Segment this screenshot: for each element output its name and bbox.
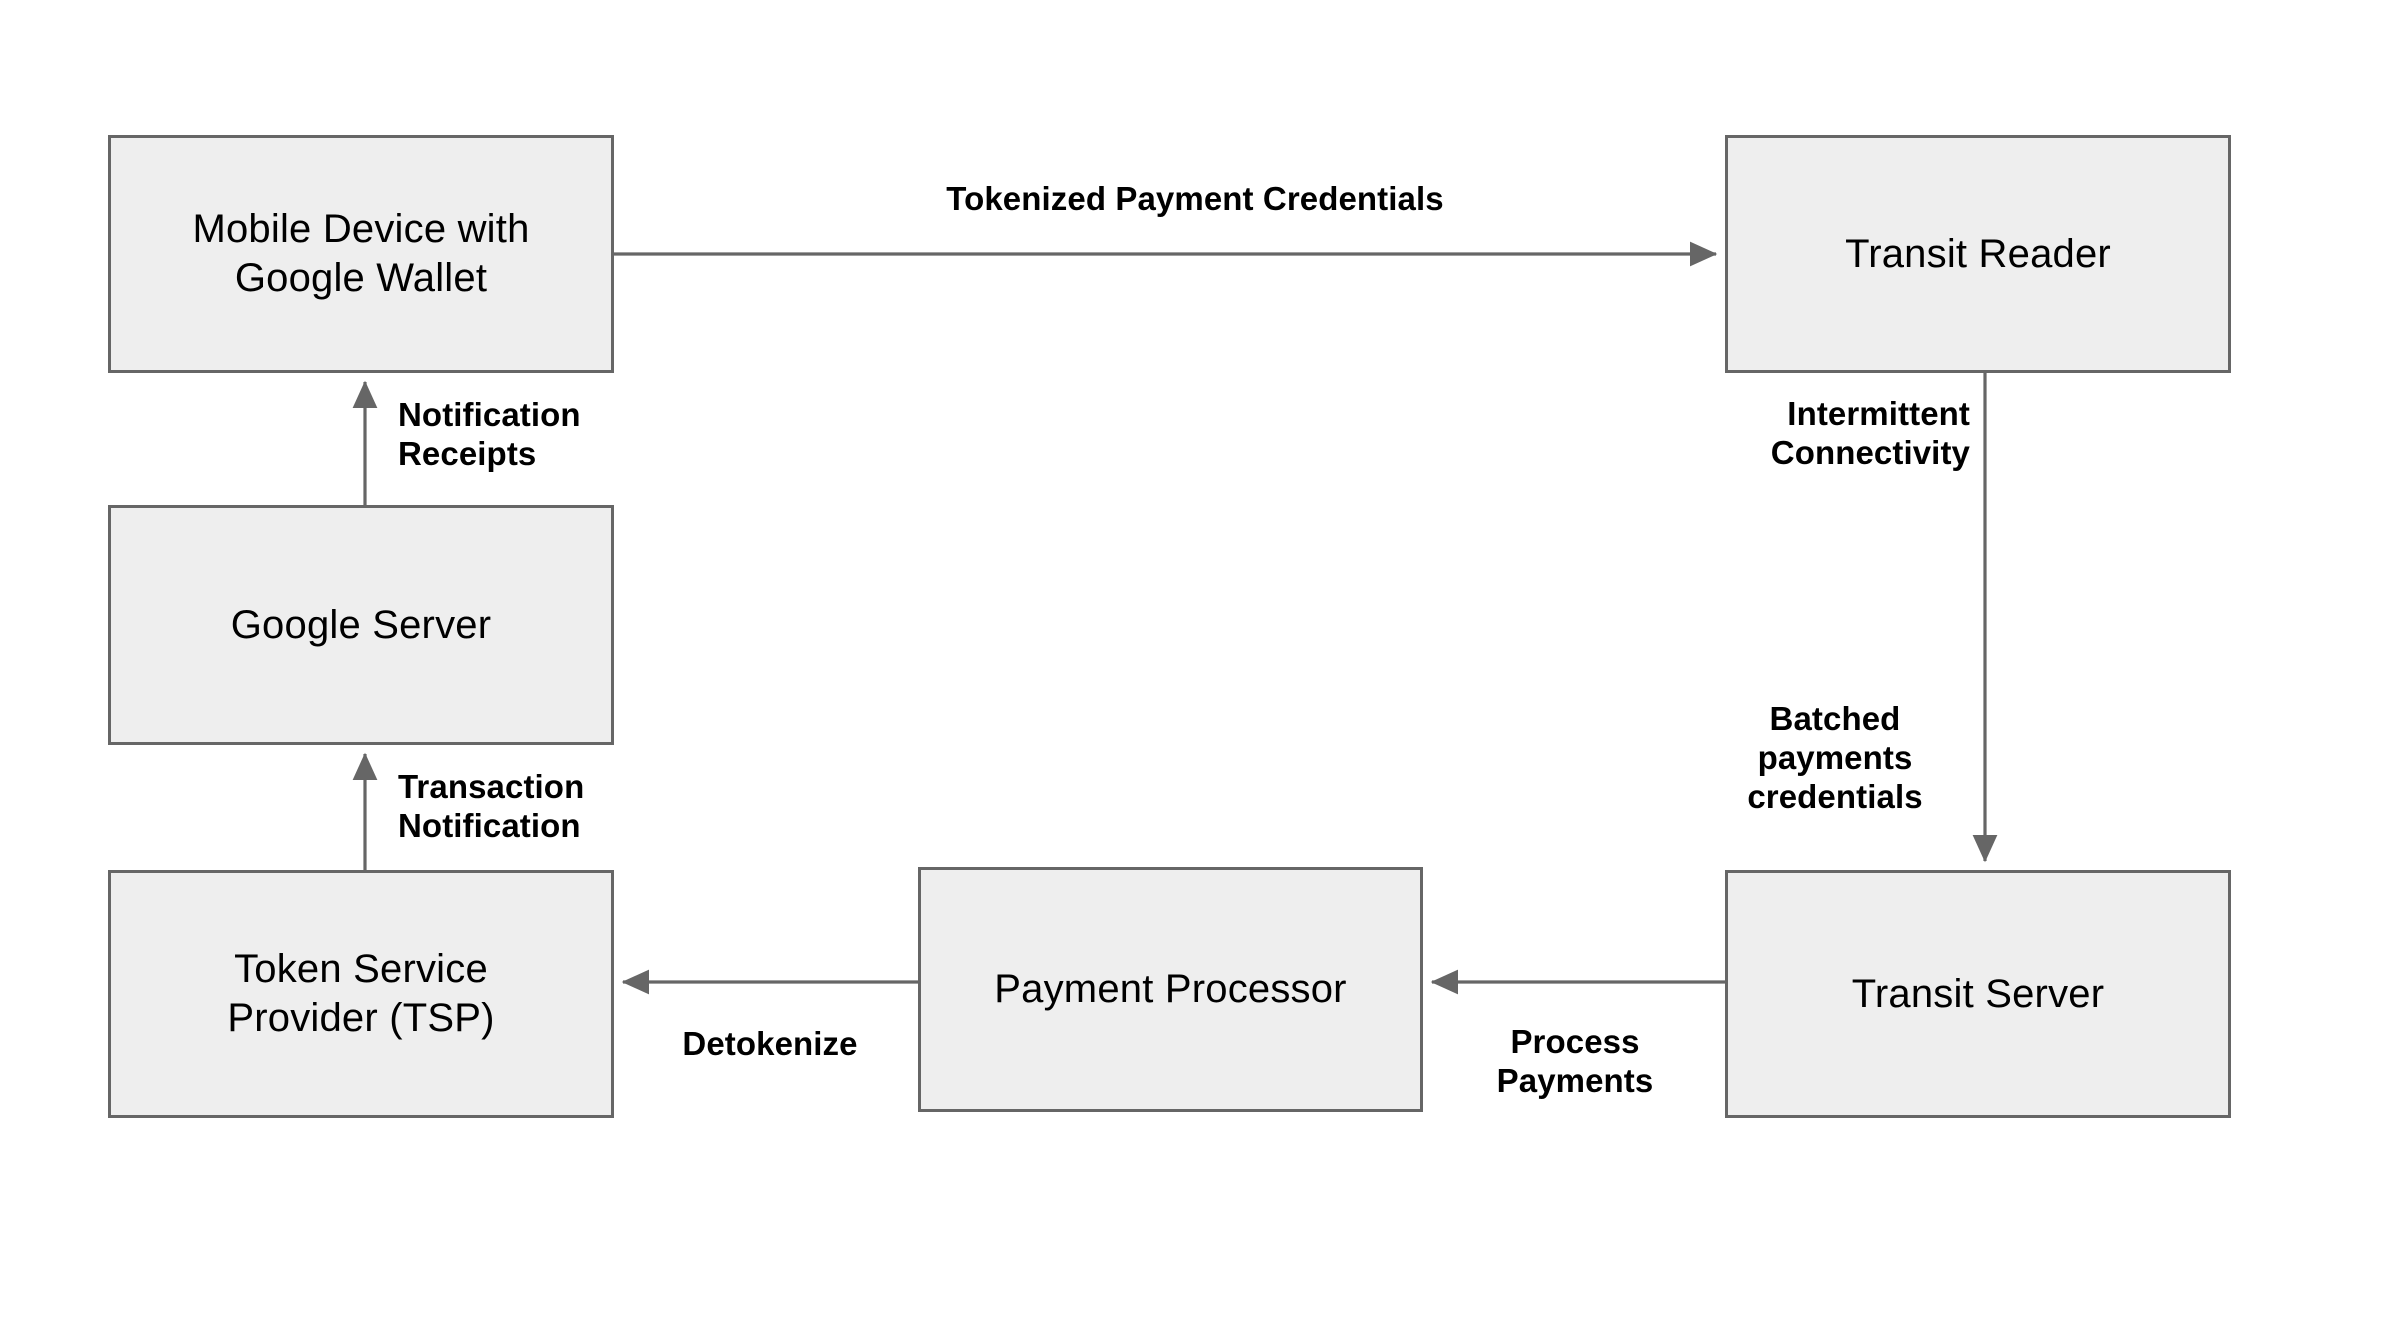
- edge-label-batched-payments-credentials: Batched payments credentials: [1747, 700, 1923, 815]
- edge-label-process-payments: Process Payments: [1496, 1023, 1654, 1099]
- node-token-service-provider[interactable]: Token Service Provider (TSP): [108, 870, 614, 1118]
- node-payment-processor[interactable]: Payment Processor: [918, 867, 1423, 1112]
- edge-label-transaction-notification: Transaction Notification: [398, 768, 585, 844]
- edge-label-tokenized-payment-credentials: Tokenized Payment Credentials: [946, 180, 1444, 217]
- edge-label-notification-receipts: Notification Receipts: [398, 396, 581, 472]
- node-transit-reader[interactable]: Transit Reader: [1725, 135, 2231, 373]
- node-mobile-device[interactable]: Mobile Device with Google Wallet: [108, 135, 614, 373]
- node-google-server[interactable]: Google Server: [108, 505, 614, 745]
- edge-label-intermittent-connectivity: Intermittent Connectivity: [1770, 395, 1970, 471]
- edge-label-detokenize: Detokenize: [682, 1025, 858, 1062]
- node-transit-server[interactable]: Transit Server: [1725, 870, 2231, 1118]
